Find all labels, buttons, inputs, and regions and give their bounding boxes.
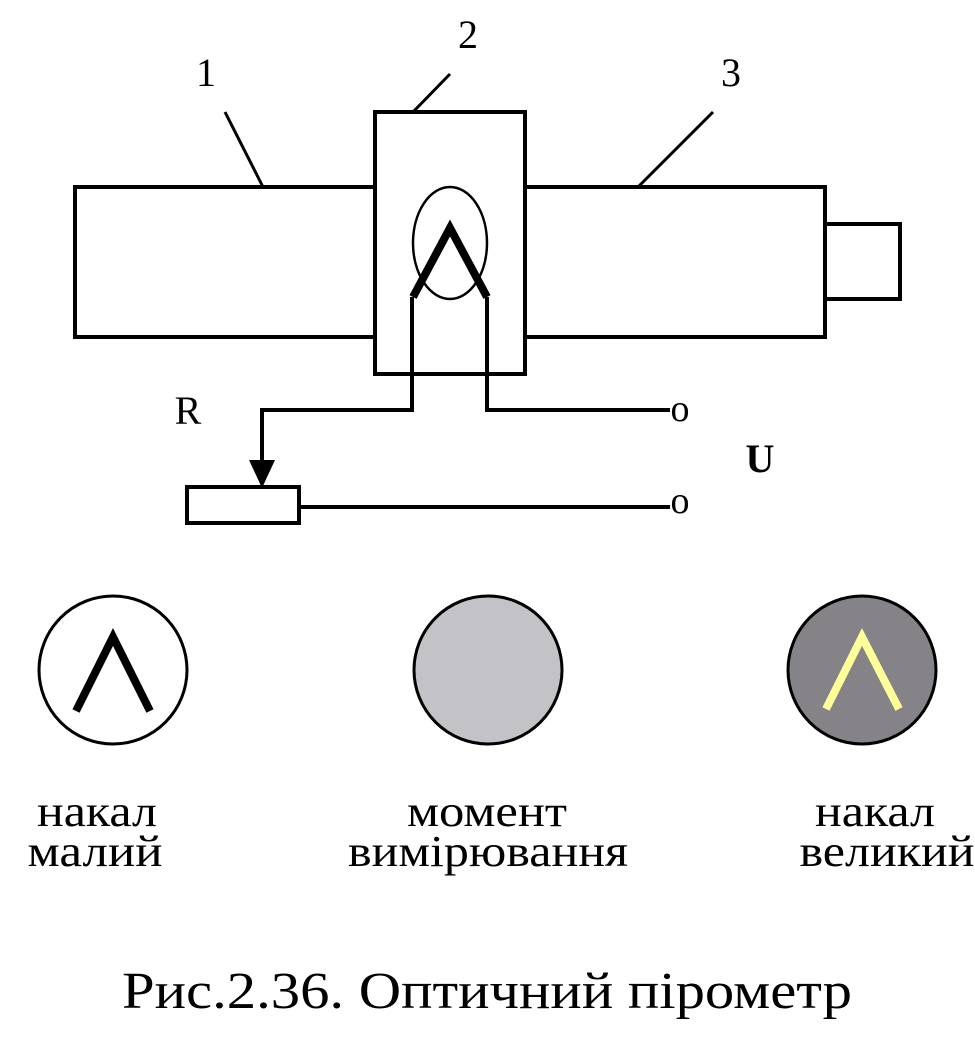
- leader-line-1: [223, 111, 265, 188]
- figure-caption: Рис.2.36. Оптичний пірометр: [122, 963, 852, 1020]
- state-label-moment-line2: вимірювання: [348, 827, 628, 876]
- eyepiece-cap: [823, 222, 902, 301]
- state-label-high-line2: великий: [800, 827, 975, 876]
- state-measurement-moment: [412, 594, 564, 746]
- state-low-heat: [37, 594, 189, 746]
- resistor-label: R: [175, 388, 202, 433]
- part-label-1: 1: [196, 50, 216, 95]
- rheostat-arrow-icon: [249, 460, 275, 488]
- state-circle: [786, 594, 938, 746]
- state-circle: [37, 594, 189, 746]
- state-circle: [412, 594, 564, 746]
- lamp-housing: [373, 110, 527, 376]
- terminal-top: o: [671, 388, 690, 430]
- state-filament: [72, 628, 154, 713]
- state-label-high-line1: накал: [815, 787, 935, 836]
- terminal-bottom: o: [671, 480, 690, 522]
- state-label-low-line1: накал: [37, 787, 157, 836]
- voltage-label: U: [746, 436, 775, 481]
- state-high-heat: [786, 594, 938, 746]
- rheostat: [185, 485, 301, 525]
- objective-tube: [73, 185, 377, 339]
- state-label-moment-line1: момент: [407, 787, 567, 836]
- eyepiece-tube: [523, 185, 827, 339]
- wire-right: [485, 297, 670, 412]
- lamp-bulb: [411, 185, 489, 301]
- state-filament: [822, 628, 903, 711]
- leader-line-3: [636, 110, 715, 189]
- part-label-3: 3: [721, 50, 741, 95]
- state-label-low-line2: малий: [28, 827, 163, 876]
- leader-line-2: [411, 72, 452, 114]
- wire-left: [260, 297, 414, 465]
- part-label-2: 2: [458, 12, 478, 57]
- lamp-filament: [409, 219, 491, 299]
